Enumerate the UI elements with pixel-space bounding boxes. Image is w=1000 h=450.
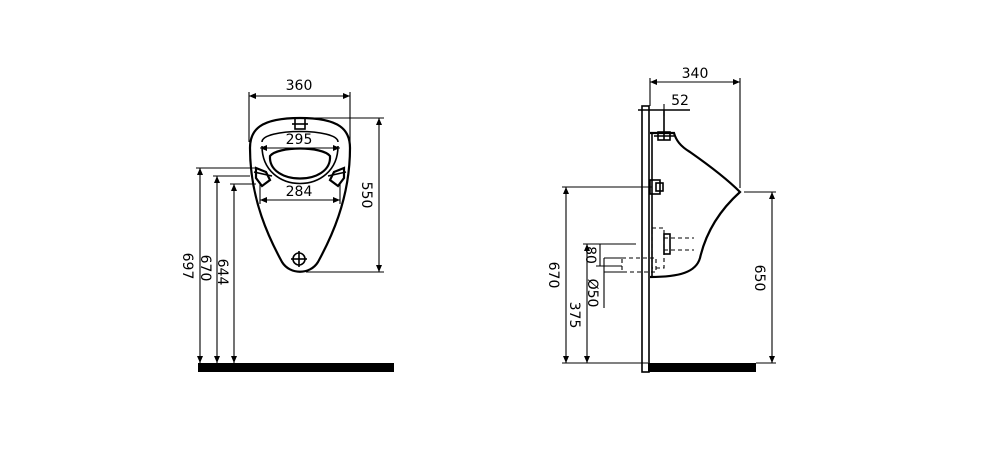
- side-dim-d50: Ø50: [584, 257, 624, 308]
- front-inlet-fitting-icon: [292, 117, 308, 130]
- front-floor: [198, 363, 394, 372]
- front-dim-670-label: 670: [197, 255, 213, 282]
- front-dim-360-label: 360: [286, 78, 313, 94]
- front-bowl: [268, 147, 332, 180]
- side-dim-52-label: 52: [671, 93, 689, 109]
- front-urinal-outline: [248, 116, 352, 273]
- side-dim-650: 650: [744, 191, 776, 364]
- front-dim-360: 360: [248, 78, 351, 142]
- side-view: 340 52 670 375 80: [545, 66, 776, 373]
- front-dim-670: 670: [197, 175, 250, 363]
- front-dim-295-label: 295: [286, 132, 313, 148]
- front-rim-inner: [261, 130, 339, 143]
- front-dim-644-label: 644: [214, 259, 230, 286]
- side-dim-650-label: 650: [751, 265, 767, 292]
- front-dim-697-label: 697: [179, 253, 195, 280]
- side-outlet-fitting-icon: [621, 227, 694, 273]
- front-outlet-icon: [291, 251, 307, 267]
- side-dim-d50-label: Ø50: [584, 279, 600, 308]
- side-dim-52: 52: [663, 93, 689, 116]
- side-dim-340-label: 340: [682, 66, 709, 82]
- side-dim-80-label: 80: [582, 246, 598, 264]
- side-dim-375-label: 375: [566, 302, 582, 329]
- side-dim-340: 340: [649, 66, 741, 188]
- front-bowl-inner: [261, 145, 339, 185]
- front-dim-644: 644: [214, 183, 256, 363]
- side-wall: [641, 105, 650, 373]
- side-urinal-profile: [649, 131, 742, 279]
- side-dim-670-label: 670: [545, 262, 561, 289]
- side-dim-670: 670: [545, 186, 652, 364]
- front-right-bracket-icon: [327, 166, 347, 188]
- side-dim-375: 375: [566, 243, 636, 363]
- front-dim-284: 284: [259, 184, 341, 204]
- front-dim-697: 697: [179, 167, 258, 363]
- side-floor: [648, 363, 756, 372]
- front-view: 360 295 284 550 697: [179, 78, 394, 372]
- front-dim-550: 550: [300, 117, 384, 273]
- side-dim-80: 80: [582, 244, 622, 267]
- front-dim-295: 295: [260, 132, 340, 151]
- front-left-bracket-icon: [253, 166, 273, 188]
- front-dim-284-label: 284: [286, 184, 313, 200]
- front-dim-550-label: 550: [358, 182, 374, 209]
